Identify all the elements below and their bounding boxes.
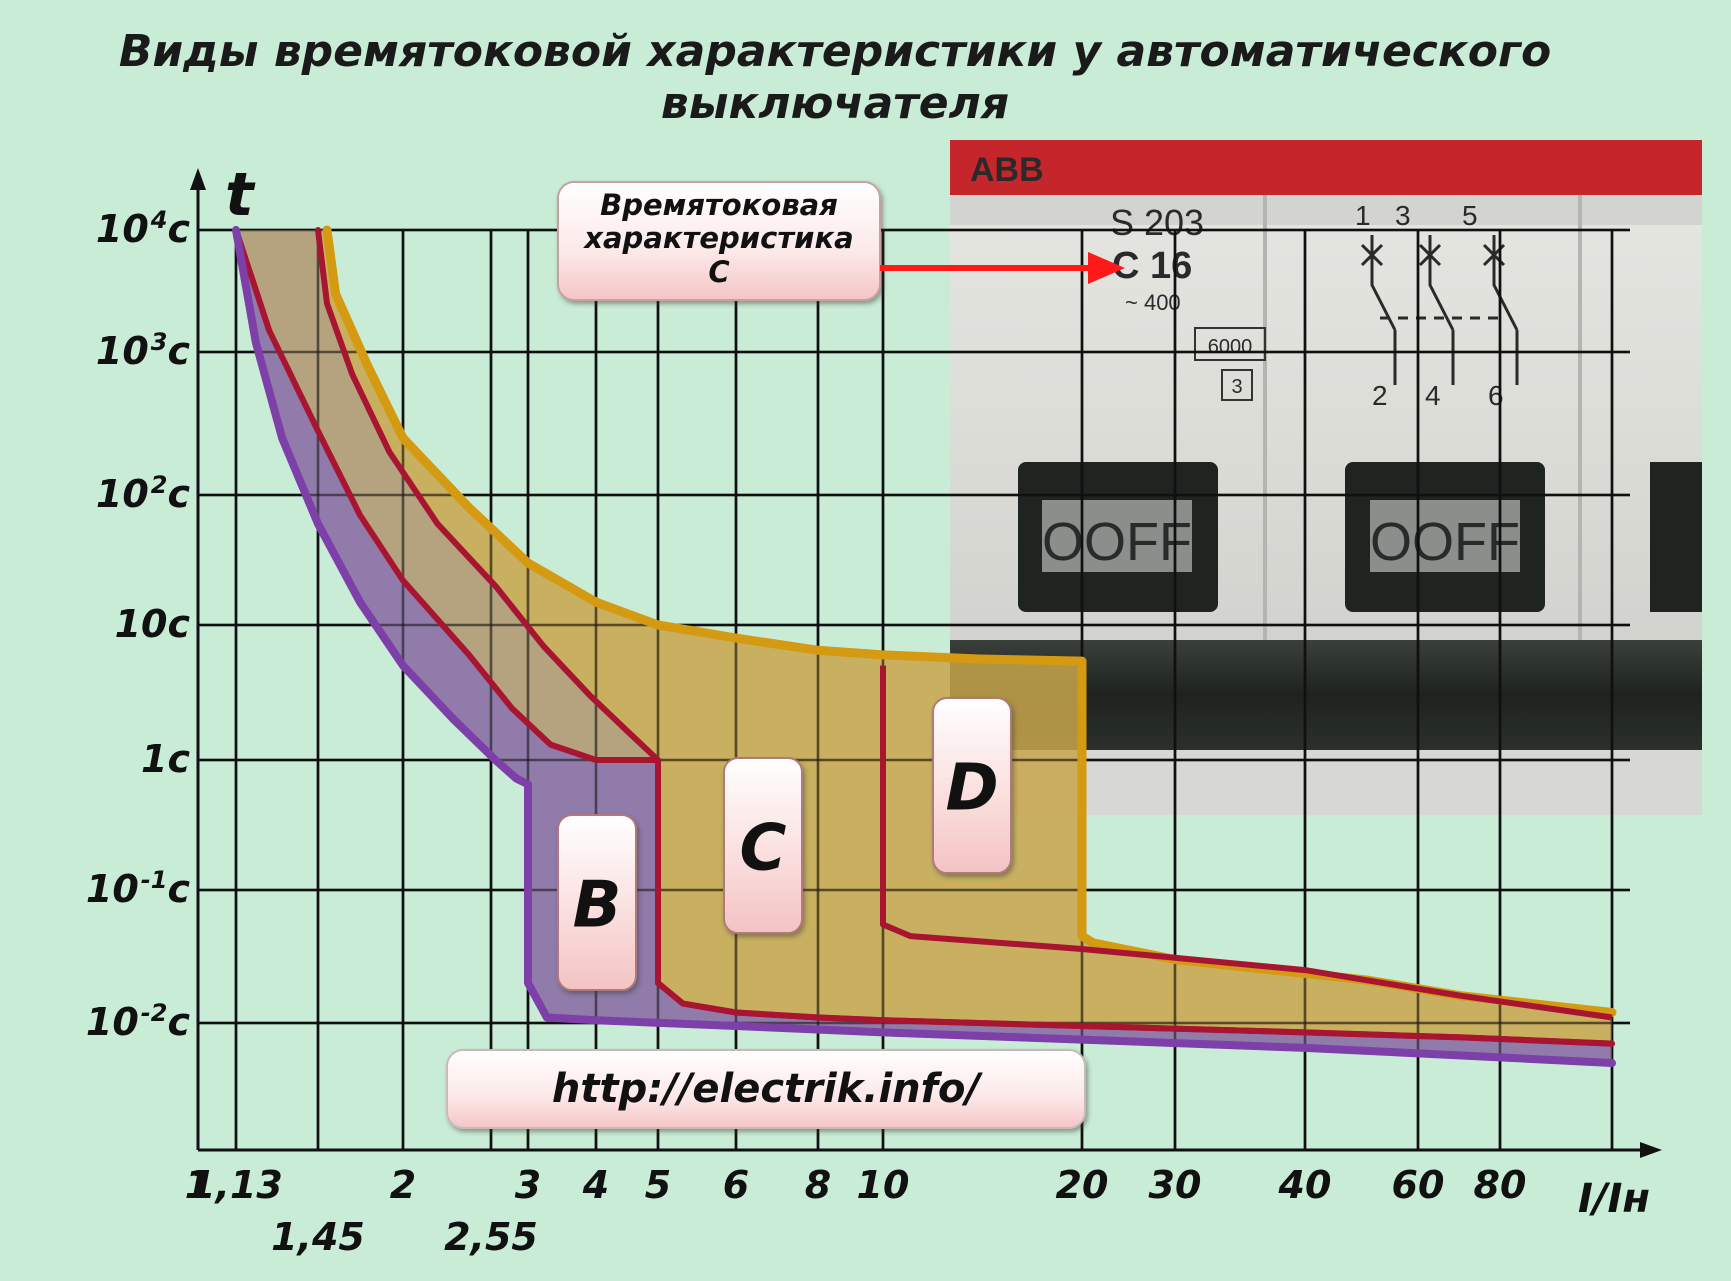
y-tick-10000: 104c xyxy=(96,206,191,251)
terminal-bottom-2: 2 xyxy=(1372,380,1388,411)
terminal-top-1: 1 xyxy=(1355,200,1371,231)
region-badge-c xyxy=(723,757,803,934)
callout-box xyxy=(557,181,881,301)
region-text-b: B xyxy=(573,869,622,943)
x-tick-3: 3 xyxy=(515,1163,541,1207)
region-badge-d xyxy=(932,697,1012,874)
x-tick-2: 2 xyxy=(390,1163,416,1207)
off-label-right: OOFF xyxy=(1370,512,1520,572)
terminal-top-3: 3 xyxy=(1395,200,1411,231)
capacity-text: 6000 xyxy=(1208,336,1253,358)
y-tick-1000: 103c xyxy=(96,328,191,373)
y-axis-arrow-icon xyxy=(190,168,206,190)
chart-title-line1: Виды времятоковой характеристики у автом… xyxy=(119,26,1551,77)
region-text-d: D xyxy=(945,752,998,826)
url-label: http://electrik.info/ xyxy=(552,1066,984,1112)
x-tick-20: 20 xyxy=(1056,1163,1109,1207)
x-tick-2-55: 2,55 xyxy=(444,1215,538,1259)
chart-title-line2: выключателя xyxy=(661,78,1009,129)
url-box xyxy=(446,1049,1086,1129)
class-text: 3 xyxy=(1231,376,1242,398)
region-label-c: C xyxy=(723,757,803,934)
model-text: S 203 xyxy=(1110,202,1204,243)
callout-arrow-icon xyxy=(880,252,1125,284)
callout-line3: C xyxy=(708,255,729,289)
x-tick-40: 40 xyxy=(1278,1163,1332,1207)
x-tick-4: 4 xyxy=(582,1163,609,1207)
region-badge-b xyxy=(557,814,637,991)
x-tick-1-13: 1,13 xyxy=(189,1163,283,1207)
y-tick-10: 10c xyxy=(115,602,191,646)
region-text-c: C xyxy=(740,812,787,886)
switch-symbol-icon xyxy=(1360,235,1519,385)
x-tick-1-45: 1,45 xyxy=(271,1215,365,1259)
x-tick-10: 10 xyxy=(857,1163,910,1207)
y-tick-0.01: 10-2c xyxy=(86,999,191,1044)
x-tick-8: 8 xyxy=(805,1163,831,1207)
line-c-after-step xyxy=(880,665,1613,1021)
x-tick-6: 6 xyxy=(723,1163,749,1207)
region-label-b: B xyxy=(557,814,637,991)
terminal-top-5: 5 xyxy=(1462,200,1478,231)
terminal-bottom-4: 4 xyxy=(1425,380,1441,411)
photo-red-band xyxy=(950,140,1702,195)
x-tick-1: 1 xyxy=(185,1163,211,1207)
rating-text: C 16 xyxy=(1112,245,1192,287)
y-tick-0.1: 10-1c xyxy=(86,866,191,911)
line-b-lower xyxy=(232,226,1616,1067)
characteristic-lines xyxy=(232,225,1617,1067)
off-label-left: OOFF xyxy=(1042,512,1192,572)
axes xyxy=(190,168,1662,1158)
y-tick-1: 1c xyxy=(141,737,190,781)
y-axis-label: t xyxy=(225,160,256,230)
x-tick-60: 60 xyxy=(1392,1163,1445,1207)
band-d xyxy=(318,230,1612,1044)
voltage-text: ~ 400 xyxy=(1125,290,1181,315)
callout-line2: характеристика xyxy=(582,221,853,255)
callout-line1: Времятоковая xyxy=(600,188,838,222)
x-tick-30: 30 xyxy=(1149,1163,1202,1207)
line-b-upper xyxy=(233,227,1615,1047)
region-label-d: D xyxy=(932,697,1012,874)
x-tick-80: 80 xyxy=(1474,1163,1527,1207)
x-axis-arrow-icon xyxy=(1640,1142,1662,1158)
y-tick-100: 102c xyxy=(96,471,191,516)
brand-logo: ABB xyxy=(970,151,1044,189)
x-axis-label: I/Iн xyxy=(1578,1176,1650,1222)
x-tick-5: 5 xyxy=(645,1163,671,1207)
